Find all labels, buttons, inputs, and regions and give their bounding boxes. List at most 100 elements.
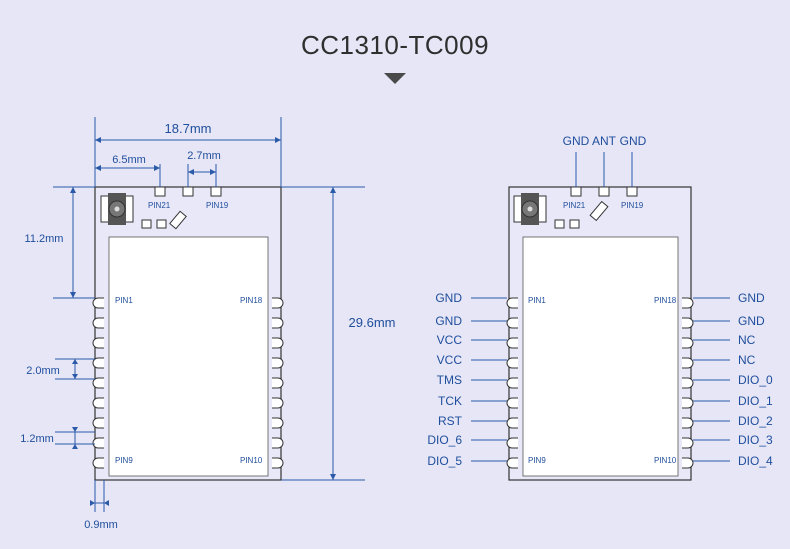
top-pad: [626, 186, 638, 197]
castellated-pad: [92, 397, 104, 409]
diagram-title: CC1310-TC009: [300, 30, 490, 60]
castellated-pad: [506, 337, 518, 349]
pin10-label: PIN10: [654, 456, 677, 465]
pin1-label: PIN1: [115, 296, 133, 305]
smd-component: [141, 219, 152, 229]
smd-component: [169, 210, 187, 230]
castellated-pad: [506, 317, 518, 329]
top-pin-label: GND: [563, 134, 590, 148]
right-pad-column: [272, 297, 284, 469]
pin-name-label: GND: [435, 291, 462, 305]
smd-component: [589, 200, 609, 222]
pin-name-label: DIO_2: [738, 414, 773, 428]
pin9-label: PIN9: [115, 456, 133, 465]
castellated-pad: [506, 437, 518, 449]
castellated-pad: [92, 417, 104, 429]
castellated-pad: [272, 417, 284, 429]
castellated-pad: [506, 357, 518, 369]
pin-name-label: GND: [738, 291, 765, 305]
pin21-label: PIN21: [563, 201, 586, 210]
castellated-pad: [92, 357, 104, 369]
dim-pitch-label: 2.0mm: [26, 365, 60, 377]
castellated-pad: [506, 417, 518, 429]
dim-height-label: 29.6mm: [349, 315, 395, 330]
top-pin-label: GND: [620, 134, 647, 148]
rf-shield: [108, 236, 269, 477]
castellated-pad: [682, 377, 694, 389]
dim-pad-width-label: 0.9mm: [84, 519, 118, 531]
castellated-pad: [272, 397, 284, 409]
top-pad: [154, 186, 166, 197]
pin-name-label: DIO_5: [427, 454, 462, 468]
pin-name-label: VCC: [437, 333, 463, 347]
castellated-pad: [92, 377, 104, 389]
castellated-pad: [506, 377, 518, 389]
castellated-pad: [682, 317, 694, 329]
right-pad-column: [682, 297, 694, 469]
castellated-pad: [682, 417, 694, 429]
pin-name-label: TMS: [437, 373, 462, 387]
pin9-label: PIN9: [528, 456, 546, 465]
top-pad: [570, 186, 582, 197]
dim-top-pitch-label: 2.7mm: [187, 150, 221, 162]
top-pad: [182, 186, 194, 197]
dim-width-label: 18.7mm: [165, 121, 212, 136]
left-pad-column: [506, 297, 518, 469]
pin19-label: PIN19: [621, 201, 644, 210]
ufl-connector: [513, 193, 547, 225]
pin10-label: PIN10: [240, 456, 263, 465]
smd-component: [156, 219, 167, 229]
castellated-pad: [92, 457, 104, 469]
left-pad-column: [92, 297, 104, 469]
rf-shield: [522, 236, 679, 477]
dimension-diagram: PIN21 PIN19 PIN1 PIN18 PIN9 PIN10: [20, 117, 395, 531]
ufl-connector: [100, 193, 134, 225]
castellated-pad: [92, 317, 104, 329]
castellated-pad: [506, 457, 518, 469]
castellated-pad: [92, 437, 104, 449]
pin19-label: PIN19: [206, 201, 229, 210]
smd-component: [554, 219, 565, 229]
castellated-pad: [92, 297, 104, 309]
pin18-label: PIN18: [654, 296, 677, 305]
pin-name-label: TCK: [438, 394, 462, 408]
castellated-pad: [506, 297, 518, 309]
castellated-pad: [272, 437, 284, 449]
pin-name-label: VCC: [437, 353, 463, 367]
castellated-pad: [272, 377, 284, 389]
top-pin-label: ANT: [592, 134, 617, 148]
castellated-pad: [682, 457, 694, 469]
top-pad: [210, 186, 222, 197]
pin-name-label: DIO_3: [738, 433, 773, 447]
pin18-label: PIN18: [240, 296, 263, 305]
pin-name-label: RST: [438, 414, 463, 428]
top-pad: [598, 186, 610, 197]
castellated-pad: [682, 437, 694, 449]
pin-name-label: DIO_0: [738, 373, 773, 387]
pinout-diagram: GND ANT GND GNDGNDVCCVCCTMSTCKRSTDIO_6DI…: [427, 134, 773, 481]
dim-pin1-offset-label: 11.2mm: [25, 233, 64, 245]
castellated-pad: [682, 297, 694, 309]
pin-name-label: DIO_4: [738, 454, 773, 468]
dim-pin21-offset-label: 6.5mm: [112, 154, 146, 166]
pin-name-label: DIO_1: [738, 394, 773, 408]
castellated-pad: [272, 297, 284, 309]
pin-name-label: NC: [738, 333, 756, 347]
castellated-pad: [272, 457, 284, 469]
castellated-pad: [506, 397, 518, 409]
smd-component: [569, 219, 580, 229]
pin-name-label: GND: [435, 314, 462, 328]
pin-name-label: NC: [738, 353, 756, 367]
pin-name-label: DIO_6: [427, 433, 462, 447]
castellated-pad: [682, 397, 694, 409]
castellated-pad: [682, 357, 694, 369]
castellated-pad: [272, 357, 284, 369]
pin21-label: PIN21: [148, 201, 171, 210]
castellated-pad: [272, 317, 284, 329]
pin-name-label: GND: [738, 314, 765, 328]
castellated-pad: [92, 337, 104, 349]
castellated-pad: [682, 337, 694, 349]
pin1-label: PIN1: [528, 296, 546, 305]
dim-pad-length-label: 1.2mm: [20, 433, 54, 445]
